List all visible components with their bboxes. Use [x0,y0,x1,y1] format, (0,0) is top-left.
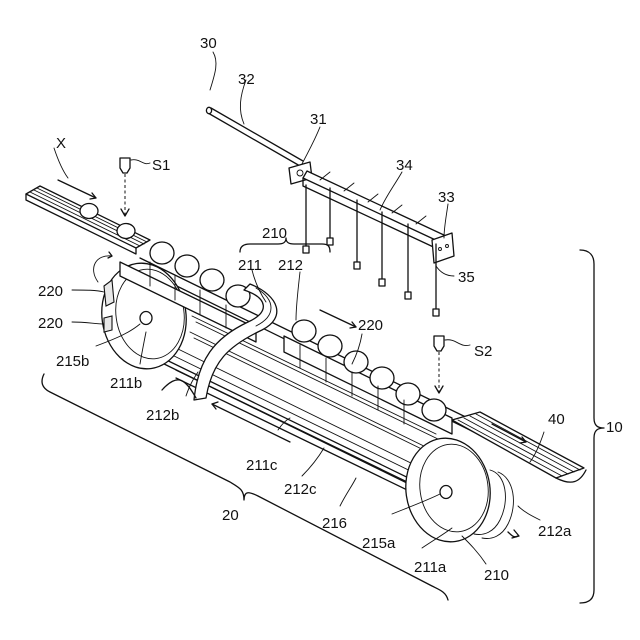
label-212b: 212b [146,407,179,424]
infeed-belt [26,180,150,254]
label-211c: 211c [246,457,278,474]
arrow-infeed [58,180,96,198]
label-210bot: 210 [484,567,509,584]
label-215a: 215a [362,535,396,552]
return-arrow [212,402,290,442]
egg [80,204,98,219]
egg [422,399,446,421]
label-211: 211 [238,257,262,274]
label-220b: 220 [38,315,63,332]
sensor-s2 [434,336,470,393]
egg [150,242,174,264]
label-211a: 211a [414,559,447,576]
egg [175,255,199,277]
label-215b: 215b [56,353,89,370]
label-210top: 210 [262,225,287,242]
egg [370,367,394,389]
label-32: 32 [238,71,255,88]
label-220a: 220 [38,283,63,300]
label-211b: 211b [110,375,142,392]
rail-34 [303,171,446,251]
label-S2: S2 [474,343,492,360]
label-212a: 212a [538,523,572,540]
label-34: 34 [396,157,413,174]
egg [396,383,420,405]
label-20: 20 [222,507,239,524]
egg [318,335,342,357]
label-33: 33 [438,189,455,206]
arrow-forward [320,310,356,327]
label-31: 31 [310,111,327,128]
label-35: 35 [458,269,475,286]
label-S1: S1 [152,157,170,174]
label-40: 40 [548,411,565,428]
label-212c: 212c [284,481,317,498]
egg [292,320,316,342]
label-220c: 220 [358,317,383,334]
bracket-20 [42,374,448,600]
sensor-s1 [120,158,150,216]
rod-32 [206,107,303,166]
egg [200,269,224,291]
label-212: 212 [278,257,303,274]
leader-30 [210,52,216,90]
label-10: 10 [606,419,623,436]
bracket-10 [580,250,604,603]
drum-211a [399,433,519,548]
suction-head-unit [206,52,454,316]
egg [117,224,135,239]
label-X: X [56,135,66,152]
label-216: 216 [322,515,347,532]
label-30: 30 [200,35,217,52]
